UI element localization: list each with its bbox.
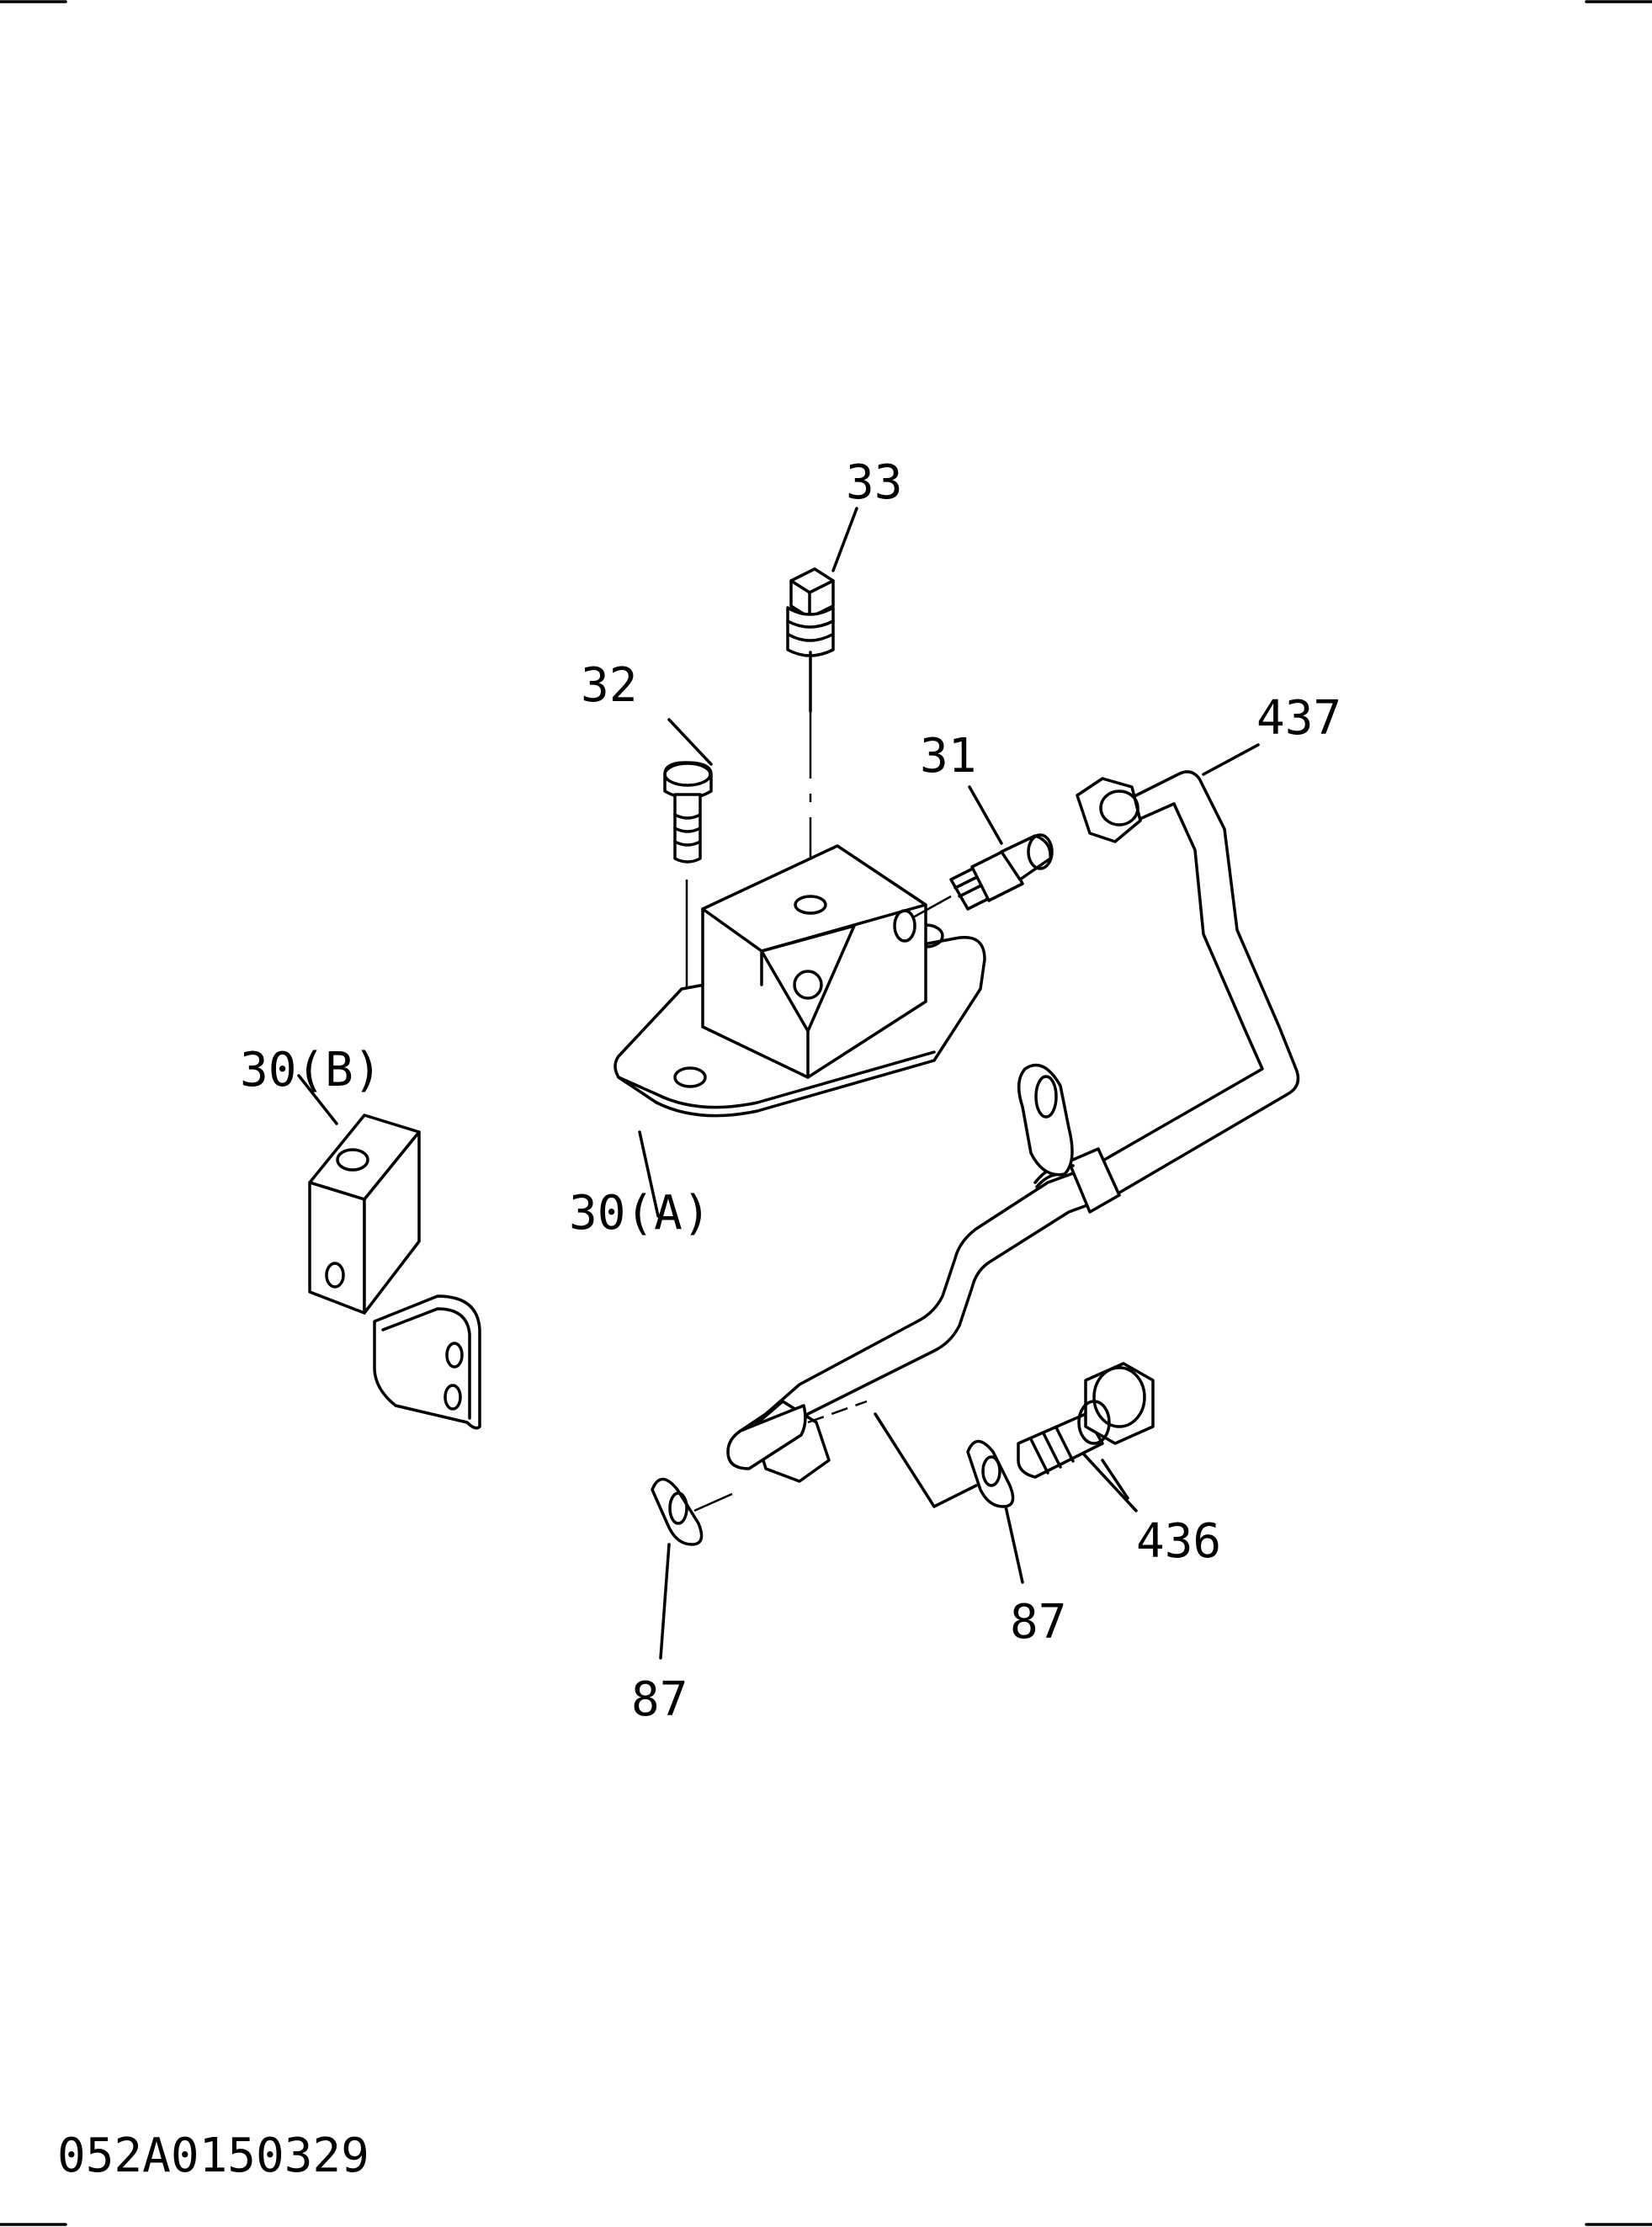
callout-30a: 30(A): [569, 1186, 711, 1241]
adapter-31-drawing: [912, 785, 1054, 919]
callout-30b: 30(B): [240, 1043, 382, 1098]
callout-31: 31: [920, 729, 976, 784]
callout-436: 436: [1136, 1514, 1221, 1569]
block-30b-drawing: [297, 1074, 481, 1430]
pipe-437-drawing: [726, 743, 1300, 1508]
gasket-87-drawings: [651, 1439, 1024, 1660]
callout-437: 437: [1256, 691, 1341, 746]
block-30a-drawing: [614, 844, 986, 1218]
plug-33-drawing: [786, 507, 858, 917]
bolt-32-drawing: [663, 718, 713, 1077]
drawing-number: 052A0150329: [57, 2129, 369, 2183]
eye-bolt-436-drawing: [1017, 1362, 1155, 1512]
callout-87-left: 87: [631, 1672, 688, 1727]
callout-32: 32: [581, 658, 637, 713]
callout-87-right: 87: [1010, 1595, 1066, 1650]
callout-33: 33: [846, 455, 902, 510]
